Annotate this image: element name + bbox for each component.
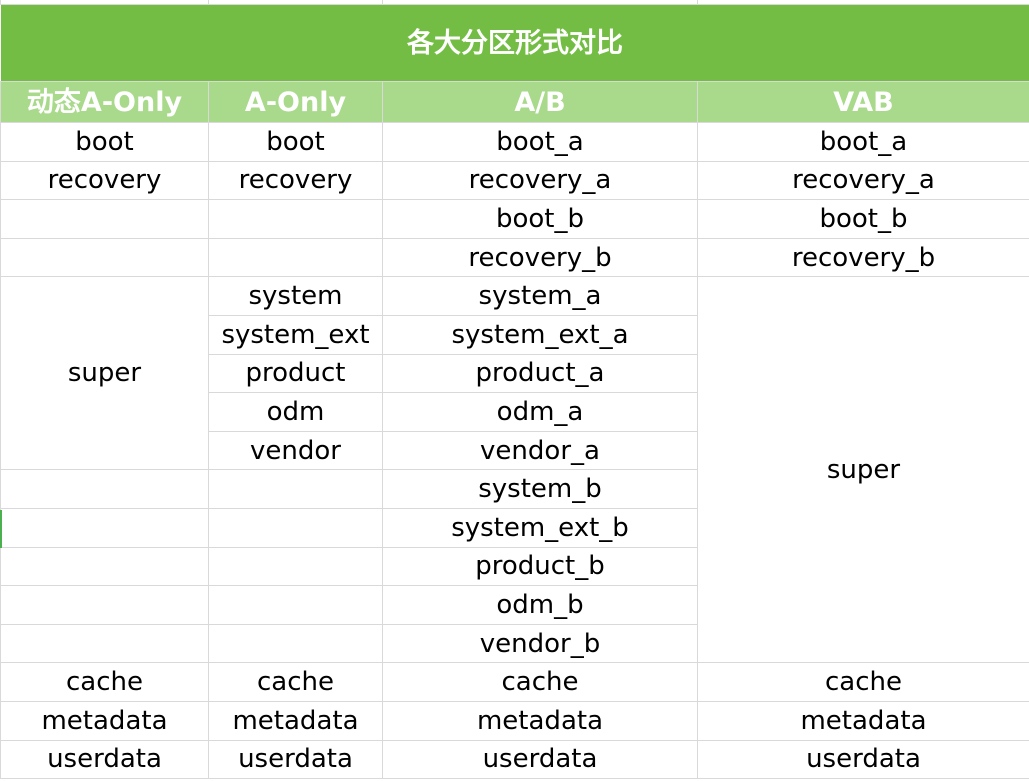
cell-ab-odm-b[interactable]: odm_b	[382, 585, 698, 625]
cell-ab-metadata[interactable]: metadata	[382, 700, 698, 741]
cell-ab-vendor-a[interactable]: vendor_a	[382, 430, 698, 471]
cell-empty[interactable]	[0, 546, 209, 587]
cell-vab-boot-b[interactable]: boot_b	[697, 199, 1029, 239]
cell-ab-vendor-b[interactable]: vendor_b	[382, 623, 698, 664]
cell-ab-product-a[interactable]: product_a	[382, 353, 698, 394]
cell-ab-recovery-a[interactable]: recovery_a	[382, 160, 698, 201]
table-row: metadata metadata metadata metadata	[0, 700, 1029, 741]
cell-empty[interactable]	[208, 546, 383, 587]
cell-empty[interactable]	[0, 623, 209, 664]
cell-vab-recovery-a[interactable]: recovery_a	[697, 160, 1029, 201]
cell-vab-recovery-b[interactable]: recovery_b	[697, 237, 1029, 278]
cell-empty[interactable]	[0, 199, 209, 239]
table-row: system_ext_b	[0, 507, 1029, 548]
cell-ab-boot-b[interactable]: boot_b	[382, 199, 698, 239]
cell-ab-system-ext-b[interactable]: system_ext_b	[382, 507, 698, 548]
cell-empty[interactable]	[208, 585, 383, 625]
cell-aonly-cache[interactable]: cache	[208, 662, 383, 702]
cell-aonly-userdata[interactable]: userdata	[208, 739, 383, 780]
title-row: 各大分区形式对比	[0, 4, 1029, 82]
cell-empty[interactable]	[0, 507, 209, 548]
table-row: boot boot boot_a boot_a	[0, 122, 1029, 162]
cell-empty[interactable]	[208, 199, 383, 239]
table-row: vendor_b	[0, 623, 1029, 664]
cell-dyn-boot[interactable]: boot	[0, 122, 209, 162]
cell-empty[interactable]	[0, 585, 209, 625]
top-row	[0, 0, 1029, 5]
header-dynamic-a-only[interactable]: 动态A-Only	[0, 81, 209, 123]
cell-empty[interactable]	[208, 237, 383, 278]
cell-dyn-userdata[interactable]: userdata	[0, 739, 209, 780]
selection-edge-marker	[0, 510, 2, 548]
cell-empty[interactable]	[0, 469, 209, 509]
cell-ab-boot-a[interactable]: boot_a	[382, 122, 698, 162]
cell-aonly-boot[interactable]: boot	[208, 122, 383, 162]
table-row: vendor vendor_a	[1, 430, 1029, 471]
cell-ab-product-b[interactable]: product_b	[382, 546, 698, 587]
cell-aonly-system-ext[interactable]: system_ext	[208, 314, 383, 355]
cell-vab-userdata[interactable]: userdata	[697, 739, 1029, 780]
cell-empty[interactable]	[208, 469, 383, 509]
cell-aonly-system[interactable]: system	[208, 276, 383, 316]
table-row: odm odm_a	[1, 392, 1029, 432]
cell-empty[interactable]	[208, 623, 383, 664]
cell-dyn-super[interactable]: super	[0, 276, 209, 471]
table-row: super system system_a super	[0, 276, 1029, 664]
table-row: product product_a	[1, 353, 1029, 394]
cell-dyn-metadata[interactable]: metadata	[0, 700, 209, 741]
cell-ab-system-a[interactable]: system_a	[382, 276, 698, 316]
cell-aonly-product[interactable]: product	[208, 353, 383, 394]
table-row: recovery recovery recovery_a recovery_a	[0, 160, 1029, 201]
cell-vab-metadata[interactable]: metadata	[697, 700, 1029, 741]
cell-empty[interactable]	[208, 507, 383, 548]
table-row: cache cache cache cache	[0, 662, 1029, 702]
cell-ab-recovery-b[interactable]: recovery_b	[382, 237, 698, 278]
cell-ab-odm-a[interactable]: odm_a	[382, 392, 698, 432]
cell-vab-super[interactable]: super	[697, 276, 1029, 664]
table-row: product_b	[0, 546, 1029, 587]
cell-ab-cache[interactable]: cache	[382, 662, 698, 702]
header-row: 动态A-Only A-Only A/B VAB	[0, 81, 1029, 123]
cell-vab-cache[interactable]: cache	[697, 662, 1029, 702]
cell-aonly-odm[interactable]: odm	[208, 392, 383, 432]
table-row: recovery_b recovery_b	[0, 237, 1029, 278]
table-row: boot_b boot_b	[0, 199, 1029, 239]
cell-empty[interactable]	[0, 237, 209, 278]
cell-dyn-recovery[interactable]: recovery	[0, 160, 209, 201]
cell-aonly-vendor[interactable]: vendor	[208, 430, 383, 471]
header-vab[interactable]: VAB	[697, 81, 1029, 123]
cell-aonly-metadata[interactable]: metadata	[208, 700, 383, 741]
table-title[interactable]: 各大分区形式对比	[0, 4, 1029, 82]
header-a-only[interactable]: A-Only	[208, 81, 383, 123]
header-ab[interactable]: A/B	[382, 81, 698, 123]
table-row: userdata userdata userdata userdata	[0, 739, 1029, 780]
cell-ab-system-ext-a[interactable]: system_ext_a	[382, 314, 698, 355]
cell-aonly-recovery[interactable]: recovery	[208, 160, 383, 201]
cell-vab-boot-a[interactable]: boot_a	[697, 122, 1029, 162]
cell-ab-userdata[interactable]: userdata	[382, 739, 698, 780]
table-row: odm_b	[0, 585, 1029, 625]
table-row: system_b	[0, 469, 1029, 509]
cell-ab-system-b[interactable]: system_b	[382, 469, 698, 509]
cell-dyn-cache[interactable]: cache	[0, 662, 209, 702]
